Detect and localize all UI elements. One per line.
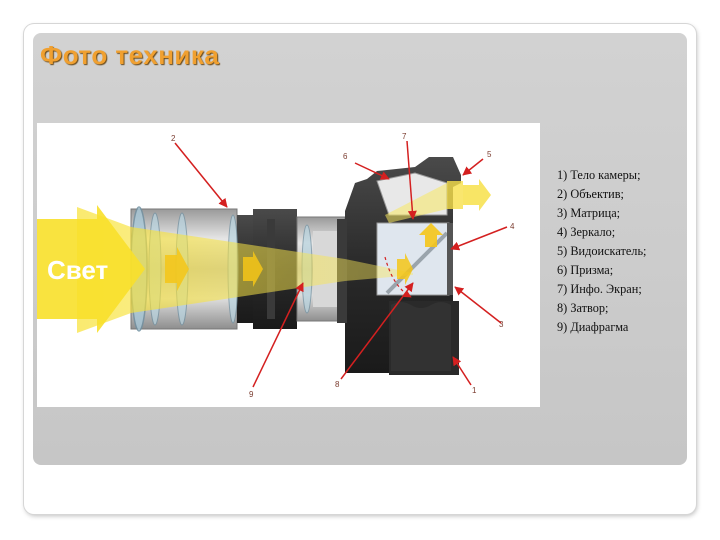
legend-item-sensor: 3) Матрица;: [557, 206, 621, 220]
callout-number-2: 2: [171, 134, 176, 143]
callout-line-2: [174, 142, 228, 208]
callout-number-7: 7: [402, 132, 407, 141]
legend-item-mirror: 4) Зеркало;: [557, 225, 616, 239]
callout-number-4: 4: [510, 222, 515, 231]
callout-line-5: [462, 158, 484, 176]
parts-legend: 1) Тело камеры; 2) Объектив; 3) Матрица;…: [557, 166, 697, 337]
callout-line-7: [406, 140, 417, 220]
callout-number-9: 9: [249, 390, 254, 399]
callout-number-8: 8: [335, 380, 340, 389]
callout-number-3: 3: [499, 320, 504, 329]
legend-item-info-screen: 7) Инфо. Экран;: [557, 282, 642, 296]
callout-numbers: 2 6 7 5 4 3 1 8 9: [171, 132, 515, 399]
callout-lines: [174, 140, 508, 388]
camera-diagram: Свет 2 6 7 5 4 3 1 8 9: [37, 123, 540, 407]
legend-item-aperture: 9) Диафрагма: [557, 320, 629, 334]
callout-number-5: 5: [487, 150, 492, 159]
callout-number-1: 1: [472, 386, 477, 395]
callout-line-1: [452, 356, 472, 386]
callout-number-6: 6: [343, 152, 348, 161]
light-label: Свет: [47, 255, 109, 285]
legend-item-lens: 2) Объектив;: [557, 187, 624, 201]
callout-line-3: [454, 286, 502, 324]
callout-line-9: [252, 282, 304, 388]
callout-line-8: [340, 282, 414, 380]
legend-item-body: 1) Тело камеры;: [557, 168, 641, 182]
legend-item-shutter: 8) Затвор;: [557, 301, 609, 315]
legend-item-viewfinder: 5) Видоискатель;: [557, 244, 647, 258]
callout-line-4: [450, 226, 508, 251]
light-beam: Свет: [37, 183, 447, 333]
slide-title: Фото техника: [40, 40, 220, 70]
legend-item-prism: 6) Призма;: [557, 263, 614, 277]
callout-line-6: [354, 162, 390, 180]
